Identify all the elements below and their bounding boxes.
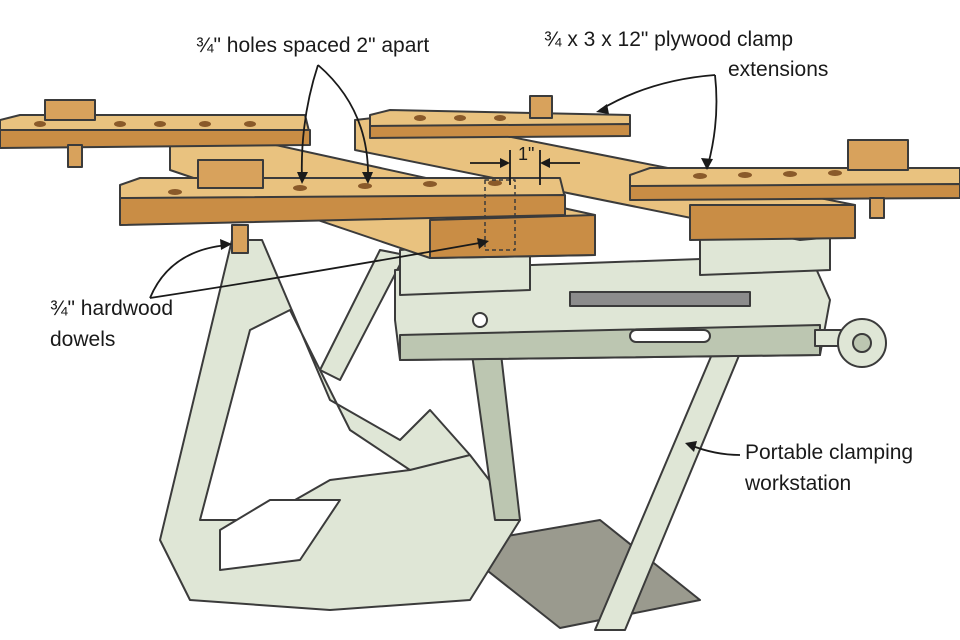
- arrowhead: [362, 172, 373, 184]
- hole: [168, 189, 182, 195]
- hole: [488, 180, 502, 186]
- hole: [293, 185, 307, 191]
- extension-front-left-face: [119, 194, 566, 226]
- extensions-label-line2: extensions: [728, 58, 829, 81]
- arrowhead: [701, 158, 713, 170]
- extension-front-right-face: [629, 183, 960, 201]
- holes-label: ¾" holes spaced 2" apart: [196, 34, 430, 57]
- dowel-leader-bottom: [149, 241, 486, 299]
- left-leg-frame: [159, 239, 521, 611]
- rail-screw: [472, 312, 488, 328]
- extension-back-left-face: [0, 129, 311, 149]
- rail-slot: [629, 329, 711, 343]
- dowel-front-right: [869, 197, 885, 219]
- dowel-leader-top: [149, 244, 229, 299]
- dowel-back-left: [67, 144, 83, 168]
- floor-plate: [454, 519, 701, 629]
- rail-shadow: [399, 324, 821, 361]
- hole: [34, 121, 46, 127]
- arrowhead: [540, 158, 550, 168]
- extension-back-right-face: [369, 123, 631, 139]
- workstation-stand: [159, 224, 887, 631]
- arrowhead: [477, 238, 489, 249]
- hole: [693, 173, 707, 179]
- arrowhead: [685, 441, 697, 452]
- dowels-label-line1: ¾" hardwood: [50, 297, 174, 320]
- hole: [738, 172, 752, 178]
- hole: [199, 121, 211, 127]
- hole: [783, 171, 797, 177]
- extensions-label-line1: ¾ x 3 x 12" plywood clamp: [544, 28, 794, 51]
- holes-leader-right: [317, 64, 369, 181]
- hole: [414, 115, 426, 121]
- hole: [358, 183, 372, 189]
- hole: [423, 181, 437, 187]
- hole: [114, 121, 126, 127]
- plywood-extensions: [0, 95, 960, 259]
- handle-hub: [852, 333, 872, 353]
- dowel-holes: [34, 115, 842, 195]
- hole: [244, 121, 256, 127]
- extension-front-left-stop: [197, 159, 264, 189]
- arrowhead: [596, 104, 609, 114]
- ext-leader-left: [599, 74, 716, 111]
- left-frame-cutout: [219, 499, 341, 571]
- gap-dimension-label: 1": [518, 144, 535, 164]
- leader-arrowheads: [220, 104, 713, 452]
- hole: [154, 121, 166, 127]
- hole: [828, 170, 842, 176]
- workstation-label-line2: workstation: [745, 472, 852, 495]
- hidden-dowel: [484, 179, 516, 251]
- right-jaw-board-face: [689, 204, 856, 241]
- dowels-label-line2: dowels: [50, 328, 116, 351]
- hole: [454, 115, 466, 121]
- extension-back-right-stop: [529, 95, 553, 119]
- dowel-front-left: [231, 224, 249, 254]
- arrowhead: [500, 158, 510, 168]
- hole: [494, 115, 506, 121]
- center-strut: [319, 249, 406, 381]
- leader-lines: [149, 64, 741, 456]
- arrowhead: [297, 172, 308, 184]
- holes-leader-left: [300, 64, 319, 181]
- screw-spindle: [569, 291, 751, 307]
- extension-front-right-stop: [847, 139, 909, 171]
- arrowhead: [220, 239, 232, 250]
- left-jaw-board-face: [429, 214, 596, 259]
- ext-leader-right: [707, 74, 718, 166]
- workstation-label-line1: Portable clamping: [745, 441, 914, 464]
- extension-back-left-stop: [44, 99, 96, 121]
